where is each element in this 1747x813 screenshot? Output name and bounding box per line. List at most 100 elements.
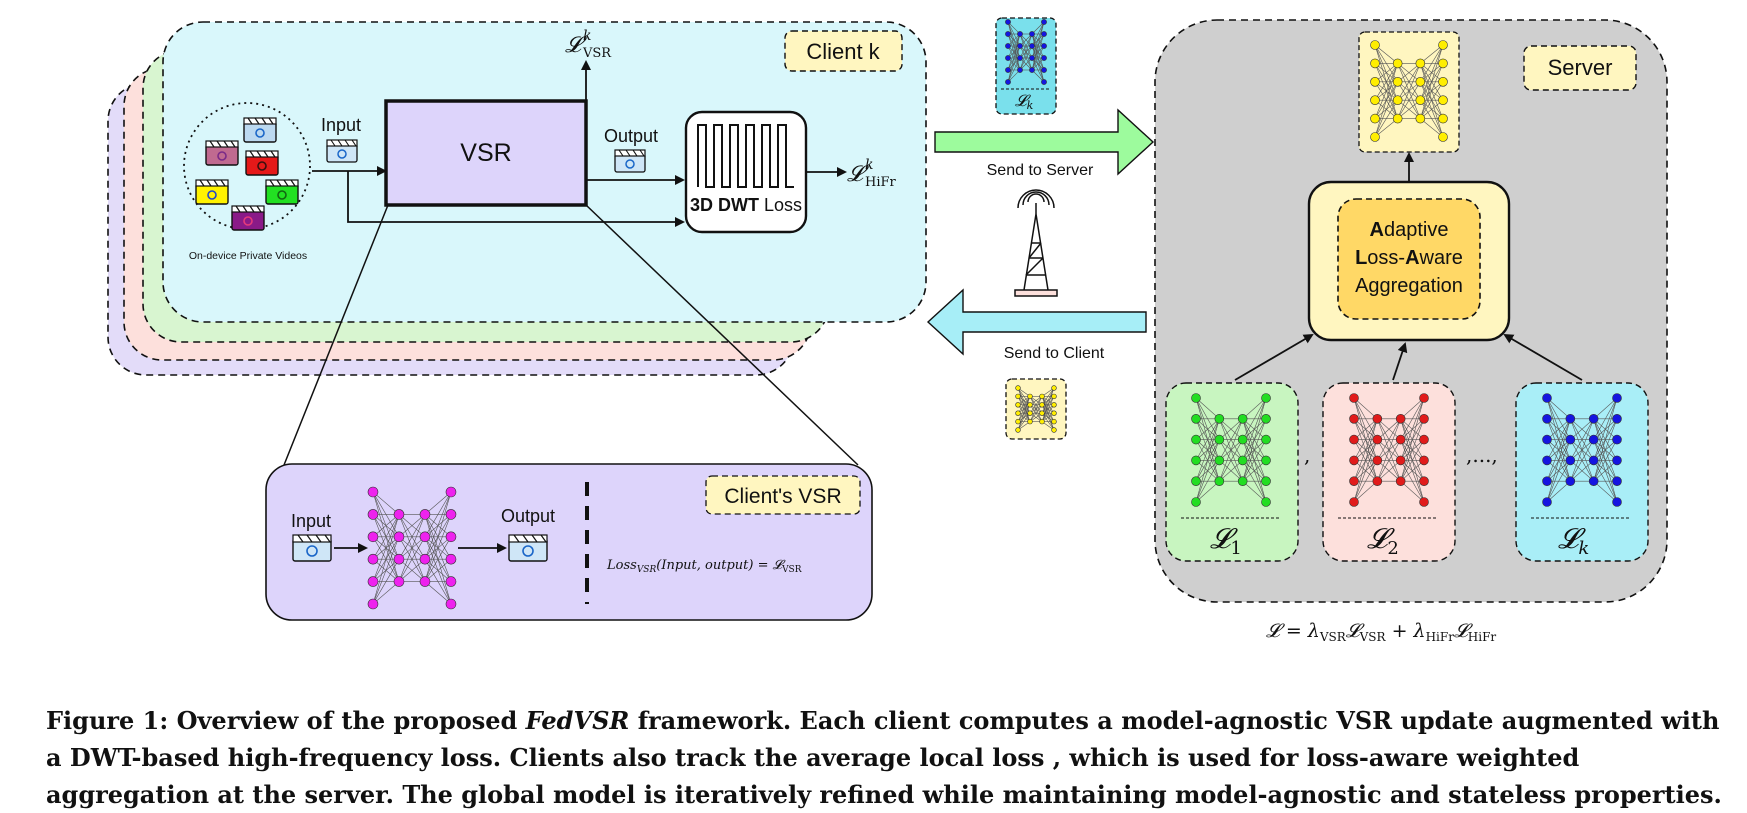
network-node [1029,55,1035,61]
network-edge [1007,33,1021,71]
network-node [445,509,457,520]
client-output-label: Output [604,126,658,146]
network-edge [1400,397,1425,440]
neural-network-icon [1005,19,1047,85]
network-node [1419,434,1429,445]
network-node [1392,95,1403,105]
network-edge [1400,397,1425,420]
hifr-loss-sub: HiFr [865,175,897,190]
video-clapper-icon [326,139,358,163]
vsr-loss-sup: k [583,28,591,44]
network-edge [1570,460,1594,482]
network-edge [1195,439,1220,503]
network-edge [1374,63,1398,83]
network-node [1419,476,1429,487]
network-edge [1029,396,1043,414]
network-node [1017,43,1023,49]
video-clapper-icon [195,179,229,205]
network-node [1191,455,1201,466]
network-node [1542,497,1552,507]
network-edge [1353,418,1378,440]
network-node [1017,31,1023,37]
videos-label: On-device Private Videos [189,250,307,262]
network-node [1415,113,1426,124]
network-node [1051,418,1057,425]
zoom-line-left [283,204,389,466]
network-node [1419,413,1429,424]
client-model-blue: 𝓛k [1515,382,1649,562]
network-node [367,553,379,565]
network-edge [1397,99,1421,119]
network-node [1191,393,1201,403]
network-node [1191,413,1201,424]
agg-l2-b1: L [1355,247,1367,269]
network-node [367,576,379,587]
network-node [445,553,457,565]
network-edge [1017,396,1031,422]
network-edge [1219,460,1243,482]
network-edge [1353,480,1378,503]
send-to-client-arrow: Send to Client [926,288,1147,362]
network-edge [1353,418,1378,461]
client-k-title: Client k [806,39,880,64]
network-node [1029,67,1035,73]
network-edge [424,491,452,582]
network-edge [372,514,400,582]
video-clapper-icon [205,140,239,166]
network-node [1542,455,1552,466]
network-edge [1397,63,1421,101]
network-edge [1593,418,1618,482]
network-edge [1019,45,1033,71]
network-edge [1546,418,1571,461]
network-node [1041,55,1047,61]
fedvsr-diagram: Client k On-device Private Videos Input … [107,17,1668,644]
network-node [1041,43,1047,49]
network-edge [1374,81,1398,138]
network-edge [1593,397,1618,420]
network-node [1392,58,1403,69]
network-edge [372,581,400,605]
network-node [419,553,431,565]
neural-network-icon [367,486,457,610]
network-node [1005,79,1011,85]
network-node [1565,434,1576,445]
hifr-loss-sup: k [865,157,873,173]
dwt-loss-box: 3D DWT Loss [684,110,808,234]
network-edge [1195,460,1220,503]
network-node [1372,476,1383,487]
network-node [419,509,431,520]
network-edge [1374,118,1398,138]
network-edge [424,536,452,582]
network-edge [1219,439,1243,482]
network-edge [372,514,400,560]
video-clapper-icon [265,179,299,205]
network-edge [1242,397,1267,482]
network-node [1565,476,1576,487]
network-edge [1041,387,1055,414]
network-edge [1019,33,1033,71]
network-node [1612,393,1622,403]
network-edge [1195,418,1220,440]
network-node [1051,410,1057,416]
network-edge [1041,404,1055,422]
network-edge [1400,397,1425,482]
network-edge [372,536,400,605]
network-node [1415,77,1426,87]
network-node [1438,58,1448,69]
network-edge [1570,439,1594,482]
network-edge [1397,63,1421,83]
network-edge [1219,418,1243,440]
network-edge [1219,418,1243,461]
network-edge [1242,397,1267,420]
network-node [1419,393,1429,403]
network-edge [1420,44,1444,64]
network-node [1039,410,1045,416]
network-edge [1017,413,1031,431]
network-edge [1031,45,1045,71]
network-node [1370,95,1380,105]
neural-network-icon [1542,393,1622,507]
network-node [1051,385,1057,391]
network-edge [1029,396,1043,422]
network-node [1214,434,1225,445]
video-clapper-icon [245,150,279,176]
